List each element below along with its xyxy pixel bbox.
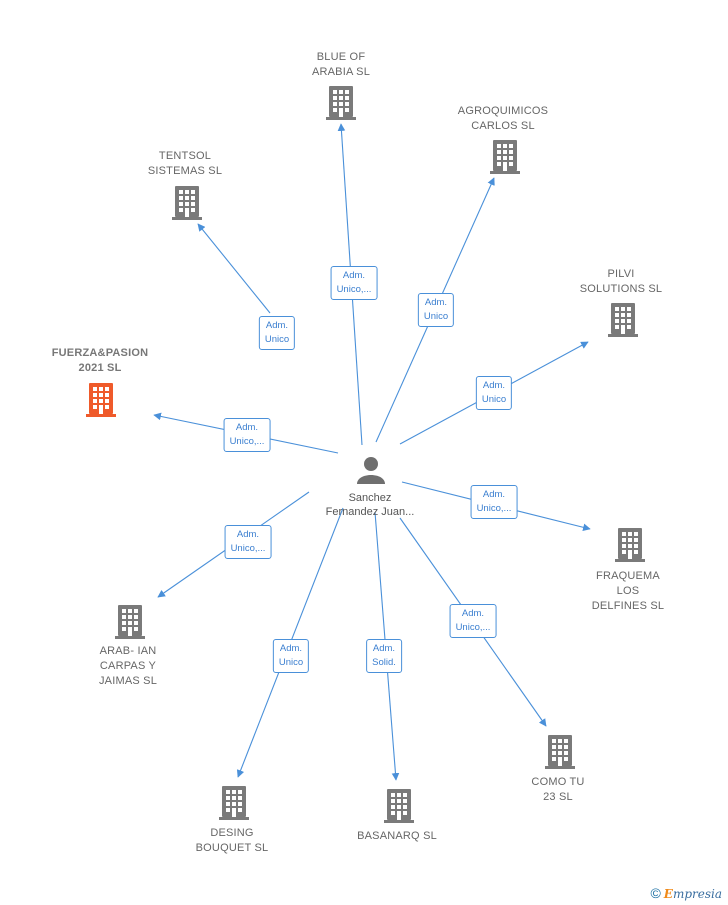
role-label-agroquimicos: Adm. Unico [417,293,455,327]
role-label-arab-ian: Adm. Unico,... [224,525,272,559]
company-name-como-tu[interactable]: COMO TU 23 SL [531,776,585,803]
center-person-name[interactable]: Sanchez Fernandez Juan... [325,492,415,518]
role-label-tentsol: Adm. Unico [258,316,296,350]
building-icon[interactable] [608,303,638,337]
copyright-icon: © [650,885,661,901]
building-icon[interactable] [219,786,249,820]
person-icon [357,457,385,484]
building-icon[interactable] [384,789,414,823]
role-label-blue-of-arabia: Adm. Unico,... [330,266,378,300]
company-name-agroquimicos[interactable]: AGROQUIMICOS CARLOS SL [457,105,549,132]
company-name-desing-bouquet[interactable]: DESING BOUQUET SL [195,827,269,854]
footer-brand[interactable]: ©Empresia [650,885,722,901]
role-label-como-tu: Adm. Unico,... [449,604,497,638]
building-icon[interactable] [490,140,520,174]
building-icon[interactable] [172,186,202,220]
company-name-fuerza-pasion[interactable]: FUERZA&PASION 2021 SL [51,347,149,374]
brand-initial: E [663,887,673,901]
building-icon[interactable] [615,528,645,562]
building-icon[interactable] [326,86,356,120]
role-label-fraquema: Adm. Unico,... [470,485,518,519]
company-name-pilvi[interactable]: PILVI SOLUTIONS SL [579,268,663,295]
role-label-desing-bouquet: Adm. Unico [272,639,310,673]
company-name-fraquema[interactable]: FRAQUEMA LOS DELFINES SL [591,570,665,612]
building-icon[interactable] [115,605,145,639]
role-label-basanarq: Adm. Solid. [366,639,402,673]
building-icon[interactable] [545,735,575,769]
role-label-pilvi: Adm. Unico [475,376,513,410]
company-name-tentsol[interactable]: TENTSOL SISTEMAS SL [147,150,223,177]
company-name-basanarq[interactable]: BASANARQ SL [357,830,437,842]
company-name-blue-of-arabia[interactable]: BLUE OF ARABIA SL [311,51,371,78]
building-icon[interactable] [86,383,116,417]
company-name-arab-ian[interactable]: ARAB- IAN CARPAS Y JAIMAS SL [98,645,158,687]
role-label-fuerza-pasion: Adm. Unico,... [223,418,271,452]
edge-tentsol [197,223,271,314]
brand-name: mpresia [672,887,722,901]
